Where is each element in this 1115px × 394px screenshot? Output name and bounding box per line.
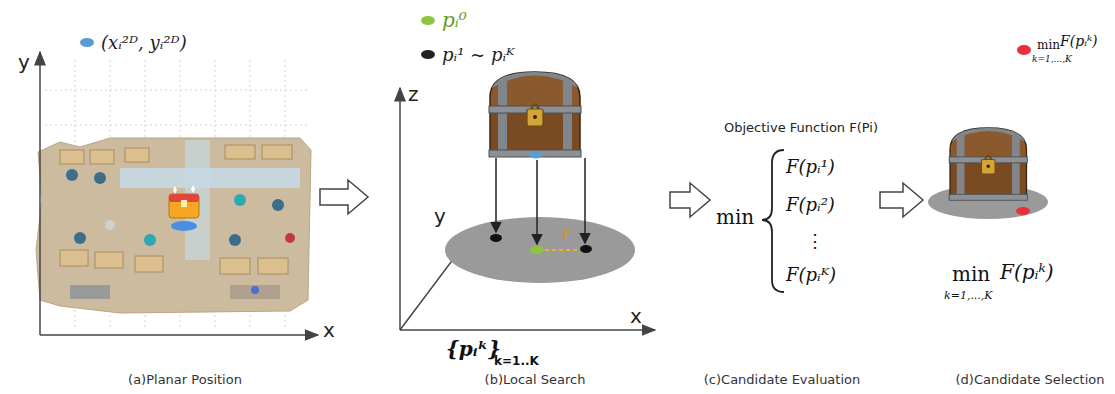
object (251, 286, 259, 294)
math-label: min (1037, 38, 1060, 52)
legend-swatch (421, 16, 435, 25)
candidate-point (490, 234, 502, 242)
sparkle (191, 185, 195, 193)
grid-line (45, 90, 310, 91)
sparkle (173, 186, 177, 194)
desk (220, 258, 250, 274)
cabinet (70, 285, 110, 299)
projection-arrow (584, 158, 586, 243)
legend-text: pᵢ¹ ~ pᵢᴷ (442, 44, 515, 66)
room-floor (36, 138, 311, 313)
curly-brace (762, 150, 784, 292)
legend-text: (xᵢ²ᴰ, yᵢ²ᴰ) (101, 32, 187, 54)
treasure-chest (489, 72, 581, 157)
math-label: k=1,...,K (1032, 54, 1072, 65)
room-scan (36, 138, 311, 313)
legend-swatch (80, 38, 94, 47)
math-label: ⋮ (806, 230, 824, 252)
search-disc (445, 217, 635, 283)
math-label: Objective Function F(Pi) (724, 120, 878, 136)
math-label: F(pᵢᵏ) (1000, 260, 1054, 284)
flow-arrow (320, 180, 368, 214)
math-label: F(pᵢᴷ) (786, 264, 836, 286)
center-point (530, 246, 544, 254)
object (285, 233, 295, 243)
math-label: min (952, 262, 990, 286)
object (105, 220, 115, 230)
chair (74, 232, 86, 244)
treasure-chest (949, 128, 1027, 200)
x-axis (40, 334, 318, 336)
projection-arrow (536, 160, 538, 244)
desk (225, 145, 255, 159)
planar-point (530, 152, 542, 159)
math-label: {pᵢᵏ} (446, 337, 501, 361)
icon-chest-body (169, 194, 199, 218)
flow-arrow (880, 183, 923, 217)
x-axis (400, 329, 655, 331)
desk (258, 258, 288, 274)
selected-point-key (1017, 45, 1031, 55)
chair (272, 199, 284, 211)
math-label: y (18, 50, 30, 74)
selected-point (1016, 207, 1030, 215)
panel-caption: (c)Candidate Evaluation (704, 372, 860, 388)
desk (262, 145, 292, 159)
desk (60, 250, 88, 266)
chair (66, 169, 78, 181)
panel-caption: (a)Planar Position (128, 372, 242, 388)
planar-point (171, 221, 197, 231)
math-label: F(pᵢ¹) (786, 156, 835, 178)
legend-swatch (421, 50, 435, 59)
panel-region: (a)Planar Position (5, 6, 318, 390)
math-label: min (716, 205, 754, 229)
icon-lock (181, 200, 187, 207)
cabinet (230, 285, 280, 299)
legend-item: (xᵢ²ᴰ, yᵢ²ᴰ) (80, 32, 187, 54)
math-label: x (630, 304, 642, 328)
legend-item: pᵢ⁰ (421, 8, 467, 32)
z-axis (399, 88, 401, 330)
math-label: k=1,...,K (944, 289, 993, 302)
grid-line (45, 125, 310, 126)
radius-line (545, 249, 579, 251)
desk (135, 256, 163, 272)
desk (60, 150, 84, 164)
panel-region: (d)Candidate Selection (925, 6, 1112, 390)
math-label: r (562, 224, 570, 243)
chest-icon (169, 185, 199, 231)
desk (90, 150, 114, 164)
projection-arrow (495, 158, 497, 232)
math-label: k=1..K (494, 354, 539, 368)
chair (234, 194, 246, 206)
desk (125, 148, 149, 162)
desk (95, 252, 123, 268)
math-label: z (408, 82, 419, 106)
legend-text: pᵢ⁰ (442, 8, 467, 32)
candidate-point (580, 245, 592, 253)
chair (94, 172, 106, 184)
math-label: x (323, 318, 335, 342)
panel-caption: (d)Candidate Selection (956, 372, 1105, 388)
chair (229, 234, 241, 246)
panel-caption: (b)Local Search (485, 372, 586, 388)
flow-arrow (670, 183, 710, 217)
math-label: F(pᵢ²) (786, 194, 835, 216)
legend-item: pᵢ¹ ~ pᵢᴷ (421, 44, 515, 66)
y-axis (39, 52, 41, 335)
chair (144, 234, 156, 246)
math-label: y (434, 204, 446, 228)
panel-region: (b)Local Search (370, 6, 668, 390)
math-label: F(pᵢᵏ) (1060, 33, 1098, 50)
